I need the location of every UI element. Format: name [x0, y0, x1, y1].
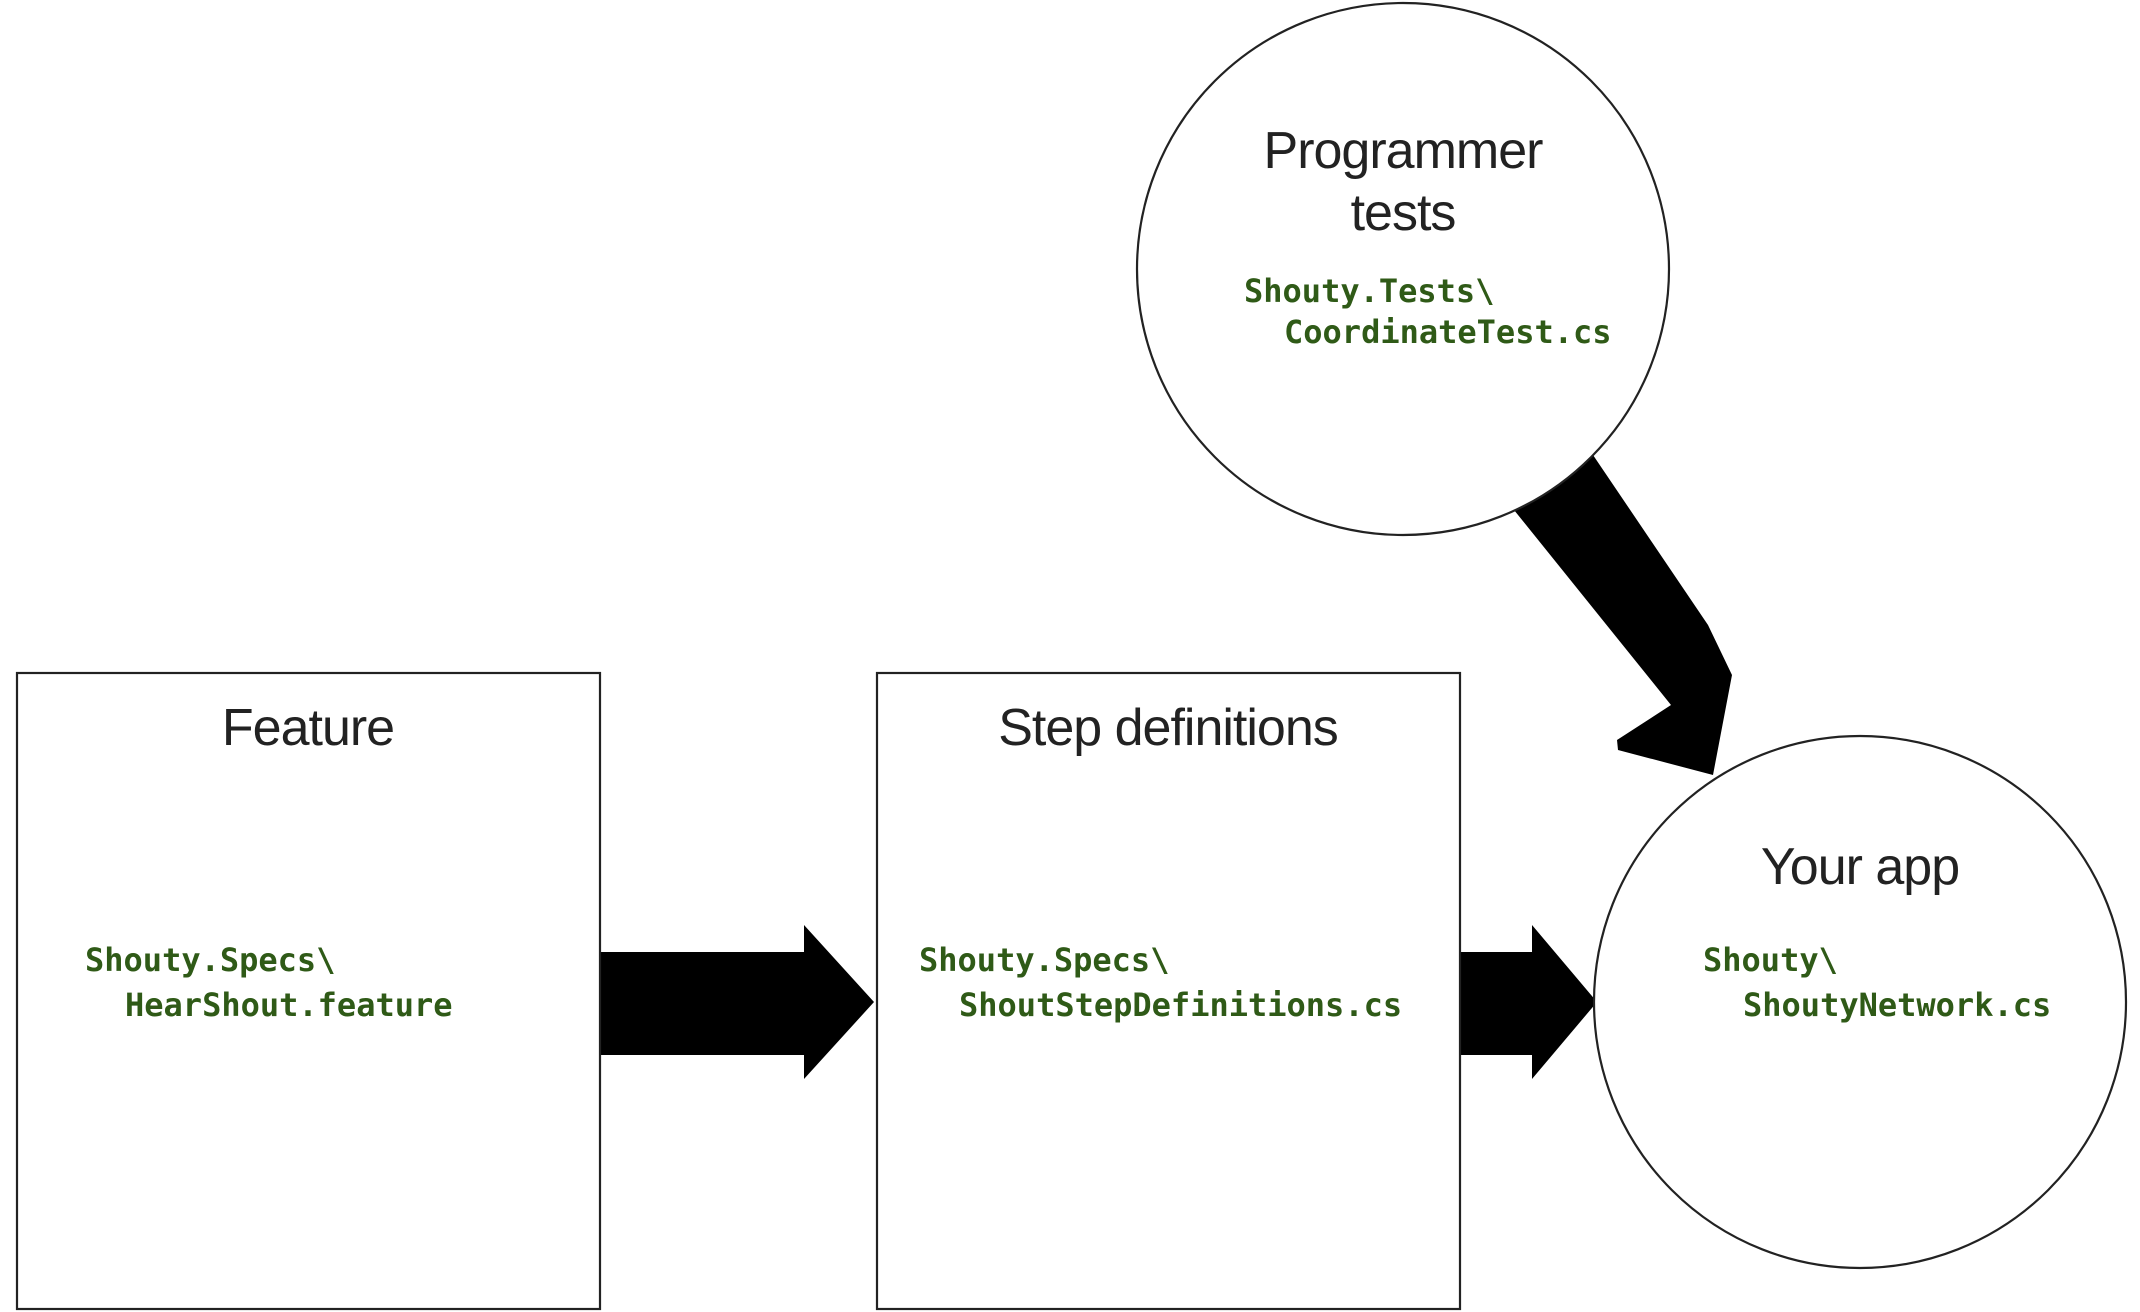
your-app-path-line-2: ShoutyNetwork.cs [1743, 986, 2051, 1024]
step-definitions-path-line-2: ShoutStepDefinitions.cs [959, 986, 1402, 1024]
feature-box [15, 671, 602, 1311]
programmer-tests-path-line-2: CoordinateTest.cs [1284, 313, 1612, 351]
feature-title: Feature [222, 699, 394, 757]
arrow-programmer-tests-to-your-app [1514, 455, 1732, 775]
your-app-circle [1592, 734, 2128, 1270]
step-definitions-path-line-1: Shouty.Specs\ [919, 941, 1169, 979]
programmer-tests-node: Programmer tests Shouty.Tests\ Coordinat… [1135, 1, 1671, 537]
step-definitions-title: Step definitions [998, 699, 1338, 757]
your-app-path-line-1: Shouty\ [1703, 941, 1838, 979]
step-definitions-node: Step definitions Shouty.Specs\ ShoutStep… [875, 671, 1462, 1311]
programmer-tests-path-line-1: Shouty.Tests\ [1244, 272, 1494, 310]
feature-path-line-1: Shouty.Specs\ [85, 941, 335, 979]
programmer-tests-title-line-2: tests [1351, 184, 1456, 242]
feature-path-line-2: HearShout.feature [125, 986, 453, 1024]
feature-node: Feature Shouty.Specs\ HearShout.feature [15, 671, 602, 1311]
arrow-step-definitions-to-your-app [1460, 925, 1597, 1079]
your-app-node: Your app Shouty\ ShoutyNetwork.cs [1592, 734, 2128, 1270]
arrow-feature-to-step-definitions [600, 925, 874, 1079]
your-app-title: Your app [1761, 838, 1959, 896]
programmer-tests-circle [1135, 1, 1671, 537]
programmer-tests-title-line-1: Programmer [1264, 122, 1544, 180]
step-definitions-box [875, 671, 1462, 1311]
